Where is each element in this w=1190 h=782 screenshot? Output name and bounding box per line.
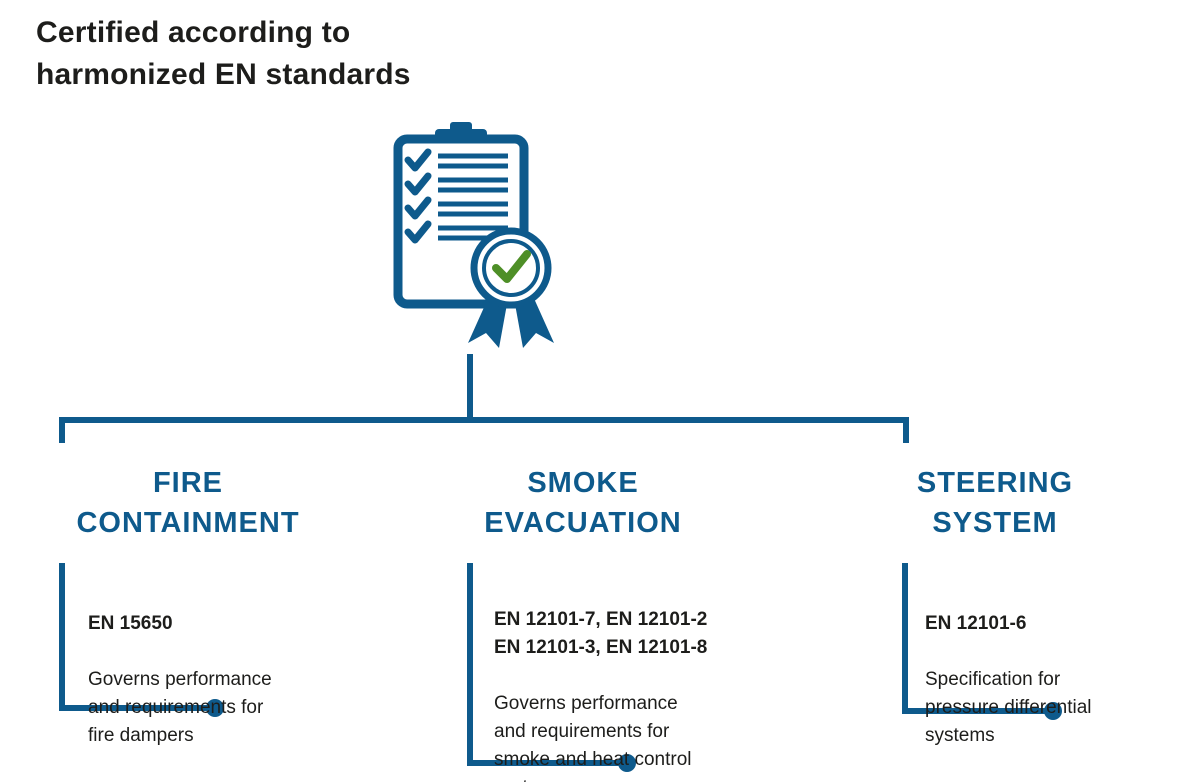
branch-smoke-horizontal-line <box>467 760 620 766</box>
connector-left-end-cap <box>59 417 65 443</box>
branch-smoke-description: Governs performance and requirements for… <box>494 693 692 782</box>
branch-fire-vertical-line <box>59 563 65 711</box>
certificate-clipboard-svg <box>393 122 554 348</box>
heading-fire-containment: FIRE CONTAINMENT <box>76 467 300 539</box>
branch-fire-text: EN 15650 Governs performance and require… <box>88 582 388 778</box>
branch-smoke-text: EN 12101-7, EN 12101-2 EN 12101-3, EN 12… <box>494 578 814 782</box>
certificate-clipboard-icon <box>390 122 562 350</box>
branch-fire-end-dot <box>206 699 224 717</box>
branch-steering-text: EN 12101-6 Specification for pressure di… <box>925 582 1190 778</box>
heading-steering-system: STEERING SYSTEM <box>916 467 1074 539</box>
branch-fire-description: Governs performance and requirements for… <box>88 669 272 746</box>
branch-steering-horizontal-line <box>902 708 1047 714</box>
branch-smoke-end-dot <box>618 754 636 772</box>
diagram-title: Certified according to harmonized EN sta… <box>36 16 411 91</box>
branch-smoke-vertical-line <box>467 563 473 766</box>
connector-horizontal-bar <box>59 417 909 423</box>
branch-steering-description: Specification for pressure differential … <box>925 669 1092 746</box>
branch-steering-standard-codes: EN 12101-6 <box>925 613 1027 634</box>
branch-steering-end-dot <box>1044 702 1062 720</box>
branch-smoke-standard-codes: EN 12101-7, EN 12101-2 EN 12101-3, EN 12… <box>494 609 708 658</box>
connector-stem <box>467 354 473 420</box>
branch-steering-vertical-line <box>902 563 908 714</box>
branch-fire-horizontal-line <box>59 705 209 711</box>
heading-smoke-evacuation: SMOKE EVACUATION <box>484 467 682 539</box>
connector-right-end-cap <box>903 417 909 443</box>
branch-fire-standard-codes: EN 15650 <box>88 613 173 634</box>
